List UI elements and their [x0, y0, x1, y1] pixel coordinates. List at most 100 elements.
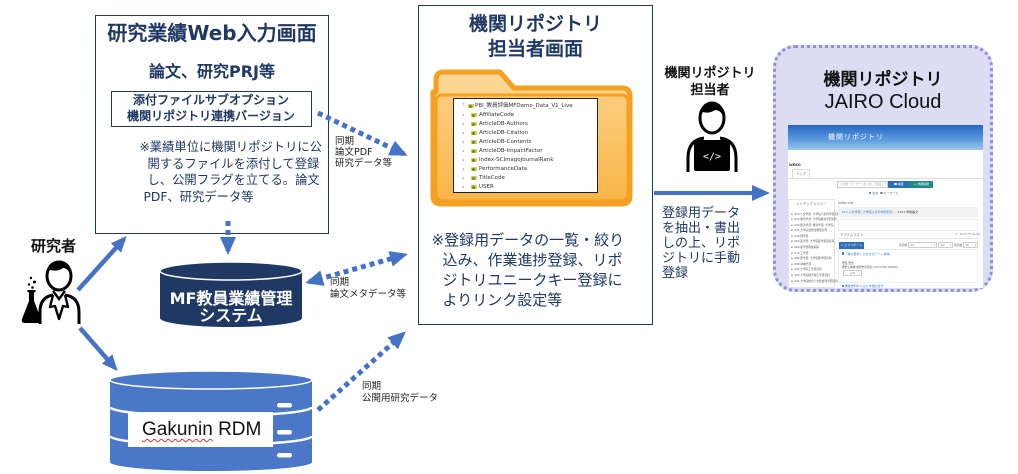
- web-input-screen-box: 研究業績Web入力画面 論文、研究PRJ等 添付ファイルサブオプション 機関リポ…: [95, 15, 329, 234]
- scientist-icon: [21, 260, 81, 324]
- count-label: 表示数: [954, 243, 963, 247]
- sort-select-value: 10: [910, 244, 914, 247]
- tab-top: トップ: [792, 169, 810, 178]
- bullet-icon: ▪: [791, 217, 793, 222]
- note-line: PDF、研究データ等: [143, 190, 254, 205]
- search-button: 検索: [888, 181, 910, 188]
- tree-item-label: ArticleDB-Citation: [479, 129, 529, 136]
- bullet-icon: ▪: [791, 211, 793, 216]
- item-title-link: 書籍史料からみた中国の近代: [842, 284, 884, 288]
- sync-label-line: 論文メタデータ等: [330, 289, 407, 300]
- tree-item-label: TitleCode: [479, 174, 505, 181]
- index-tree-item: ▪090 地域学部: [791, 262, 840, 268]
- sync-label-line: 同期: [335, 136, 355, 147]
- chevron-down-icon: ▾: [933, 244, 935, 247]
- index-tree-item: ▪050 医学部, 大学院医学系研究科: [791, 239, 840, 245]
- table-icon: [471, 139, 477, 145]
- item-source: 歴史と地域 世界史の研究 (vol.53-53 (2016)): [842, 264, 898, 269]
- note-line: し、公開フラグを立てる。論文: [147, 173, 320, 188]
- tree-item: › AffiliateCode: [454, 111, 597, 120]
- bullet-icon: ▪: [791, 250, 793, 255]
- tree-item: ›USER: [454, 183, 597, 192]
- table-icon: [471, 112, 477, 118]
- chevron-right-icon: ›: [462, 174, 465, 182]
- index-tree-item-label: 080 農学部, 大学院農学研究科: [794, 256, 832, 261]
- count-select-value: 20: [965, 244, 969, 247]
- option-line: 機関リポジトリ連携バージョン: [127, 109, 295, 123]
- tree-item-label: AffiliateCode: [479, 111, 515, 118]
- sync-label-line: 研究データ等: [335, 158, 393, 169]
- mf-system-database-icon: [159, 261, 303, 327]
- tree-item: ›ArticleDB-ImpactFactor: [454, 147, 597, 156]
- index-tree-item-label: 030 経済学部, 経済学部, 大学院: [794, 222, 834, 227]
- title-line: 機関リポジトリ: [468, 13, 602, 35]
- bullet-icon: ▪: [791, 222, 793, 227]
- staff-label-line: 担当者: [690, 82, 730, 98]
- tree-root-row: ˅ PBI_教員評価MFDemo_Data_V1_Live: [454, 102, 597, 111]
- title-line: 担当者画面: [487, 38, 583, 60]
- index-description-box: [838, 219, 978, 231]
- radio-selected-icon: [869, 191, 872, 195]
- item-title: 「株の歴史」のなかのアヘン戦争: [844, 251, 890, 256]
- manual-registration-line: しの上、リポ: [662, 235, 741, 251]
- mf-system-label: MF教員業績管理 システム: [160, 290, 302, 324]
- jairo-cloud-title: 機関リポジトリ JAIRO Cloud: [773, 69, 993, 113]
- manual-registration-line: ジトリに手動: [662, 250, 741, 266]
- chevron-right-icon: ›: [462, 147, 465, 155]
- download-icon: ↓: [840, 243, 845, 247]
- results-count: 1 - 20 of 75 results: [955, 232, 981, 236]
- export-button-label: エクスポート: [844, 243, 863, 247]
- manual-registration-label: 登録用データ を抽出・書出 しの上、リポ ジトリに手動 登録: [662, 206, 740, 281]
- index-list-title: Index List: [838, 201, 854, 205]
- index-tree-item: ▪080 農学部, 大学院農学研究科: [791, 256, 840, 262]
- web-input-title: 研究業績Web入力画面: [107, 20, 317, 45]
- index-path-sub: 2101 学術論文: [897, 210, 919, 214]
- index-tree-item: ▪020 教育学部, 大学院教育学研究科: [791, 217, 840, 223]
- tree-item: › TitleCode: [454, 174, 597, 183]
- bullet-icon: ▪: [791, 233, 793, 238]
- radio-keyword-label: キーワード: [883, 191, 899, 195]
- repository-site-header: [788, 125, 983, 150]
- tree-item: › Index-SCImagoJournalRank: [454, 156, 597, 165]
- chevron-down-icon: ˅: [462, 102, 465, 110]
- item-title-link: 「株の歴史」のなかのアヘン戦争: [842, 252, 890, 256]
- tree-item: ›ArticleDB-Citation: [454, 129, 597, 138]
- note-line: ※登録用データの一覧・絞り: [431, 230, 625, 249]
- index-tree-item-label: 070 工学部: [794, 250, 809, 255]
- server-indicator: [277, 453, 292, 458]
- sync-label-line: 論文PDF: [335, 147, 373, 158]
- note-line: ジトリユニークキー登録に: [442, 270, 623, 289]
- index-tree-item: ▪070 工学部: [791, 251, 840, 257]
- sort-select: 10 ▾: [908, 242, 937, 248]
- index-tree-item-label: 050 医学部, 大学院医学系研究科: [794, 239, 835, 244]
- document-icon: [842, 252, 844, 255]
- web-input-subtitle: 論文、研究PRJ等: [148, 61, 275, 81]
- advanced-search-button: + 詳細検索: [910, 181, 933, 188]
- index-tree-item: ▪010 人文学部, 大学院人文科学研究科: [791, 212, 840, 218]
- jairo-cloud-screenshot: 機関リポジトリ WEKO トップ 入力例：キーワードを入力して検索してください …: [788, 125, 983, 288]
- search-input: 入力例：キーワードを入力して検索してください: [837, 181, 888, 188]
- tab-divider: [788, 177, 983, 179]
- table-icon: [471, 175, 477, 181]
- mf-system-label-line: MF教員業績管理: [169, 288, 293, 308]
- item-author: 豊田 豊史: [842, 260, 854, 265]
- item-card: [838, 249, 978, 283]
- table-icon: [471, 121, 477, 127]
- pdf-button: pdf: [843, 270, 862, 276]
- index-tree-title: インデックスツリー: [796, 202, 827, 206]
- option-line: 添付ファイルサブオプション: [132, 92, 289, 107]
- search-button-label: 検索: [897, 182, 904, 186]
- repository-site-title: 機関リポジトリ: [828, 133, 884, 141]
- chevron-right-icon: ›: [462, 156, 465, 164]
- index-tree-item: ▪060 医学部附属病院: [791, 245, 840, 251]
- tree-item-label: ArticleDB-Contents: [479, 138, 532, 145]
- gakunin-word: Gakunin: [142, 419, 213, 440]
- index-tree-item: ▪030 経済学部, 経済学部, 大学院: [791, 223, 840, 229]
- chevron-right-icon: ›: [462, 111, 465, 119]
- dataset-icon: [468, 103, 474, 109]
- tree-item: ›ArticleDB-Authors: [454, 120, 597, 129]
- table-icon: [471, 184, 477, 190]
- researcher-label: 研究者: [31, 237, 77, 255]
- bullet-icon: ▪: [791, 278, 793, 283]
- tree-item-label: Index-SCImagoJournalRank: [479, 156, 554, 163]
